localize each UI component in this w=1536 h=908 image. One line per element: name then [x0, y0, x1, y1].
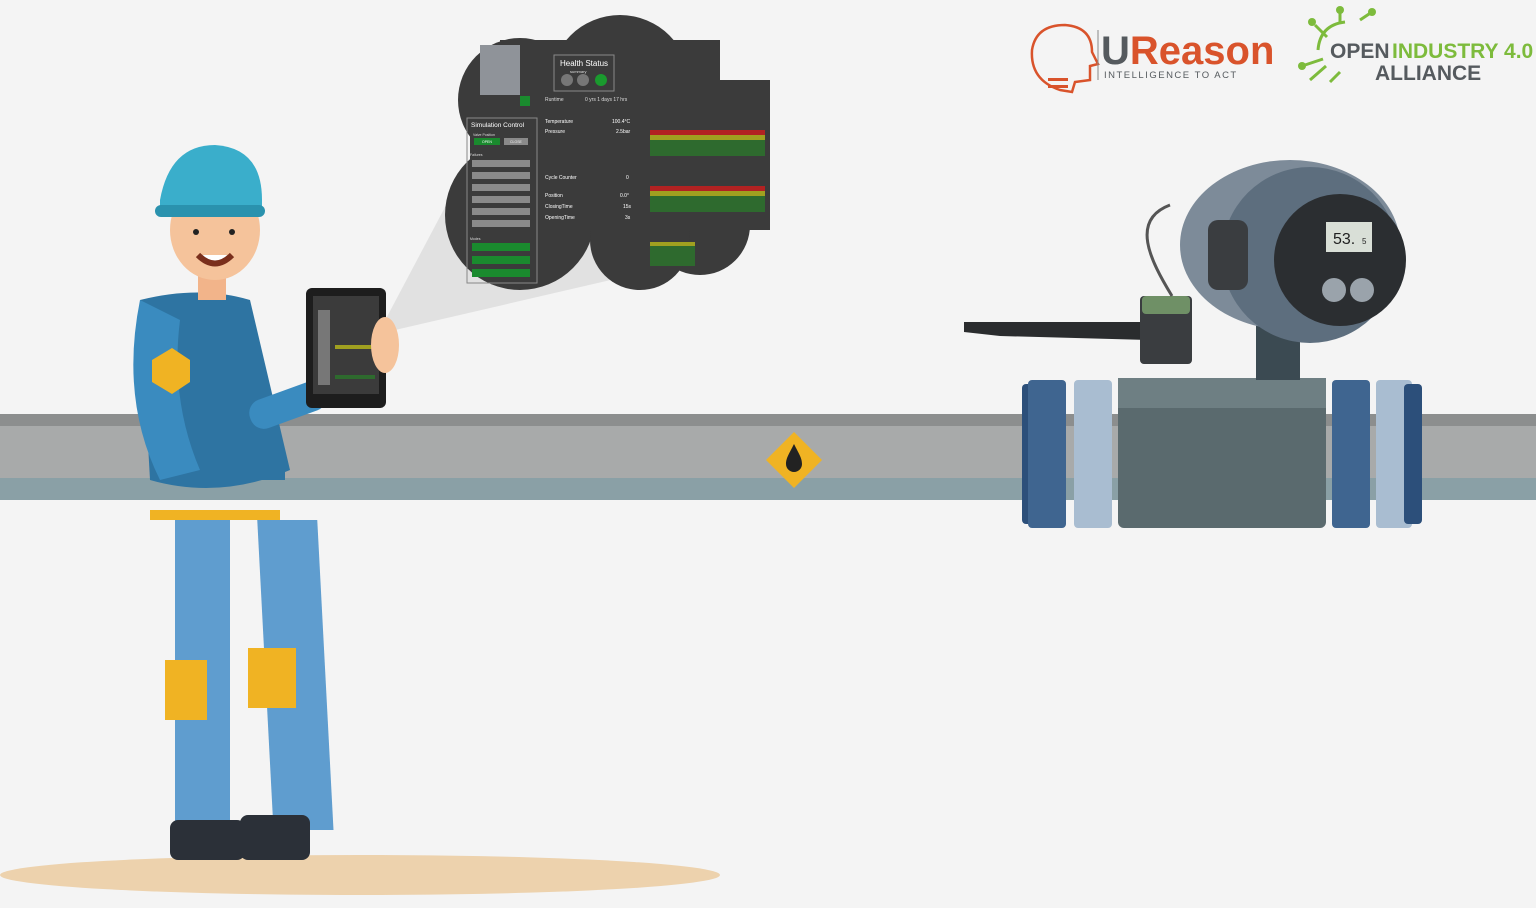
svg-text:Pressure: Pressure	[545, 129, 565, 135]
oi4-logo: OPEN INDUSTRY 4.0 ALLIANCE	[1298, 6, 1533, 85]
failure-buttons[interactable]	[472, 160, 530, 227]
oil-warning-icon	[766, 432, 822, 488]
metrics-list: Temperature 100.4°C Pressure 2.5bar Cycl…	[545, 119, 632, 221]
svg-text:100.4°C: 100.4°C	[612, 119, 631, 125]
svg-text:ClosingTime: ClosingTime	[545, 204, 573, 210]
oi4-open: OPEN	[1330, 40, 1390, 63]
valve-thumbnail	[480, 45, 520, 95]
check-icon	[520, 96, 530, 106]
ground-shadow	[0, 855, 720, 895]
svg-text:15s: 15s	[623, 204, 632, 210]
svg-text:Position: Position	[545, 193, 563, 199]
close-button-label: CLOSE	[510, 140, 523, 144]
open-button[interactable]	[474, 138, 500, 145]
svg-text:0: 0	[626, 175, 629, 181]
close-button[interactable]	[504, 138, 528, 145]
svg-text:Cycle Counter: Cycle Counter	[545, 175, 577, 181]
ureason-name: UReason	[1101, 29, 1274, 73]
valve: 53. 5	[964, 160, 1422, 528]
modes-label: Modes	[470, 237, 481, 241]
runtime-value: 0 yrs 1 days 17 hrs	[585, 97, 628, 103]
failures-label: Failures	[470, 153, 483, 157]
svg-text:2.5bar: 2.5bar	[616, 129, 631, 135]
mode-buttons[interactable]	[472, 243, 530, 277]
svg-text:3s: 3s	[625, 215, 631, 221]
ureason-logo: UReason INTELLIGENCE TO ACT	[1030, 23, 1274, 94]
worker	[133, 145, 334, 860]
svg-text:0.0°: 0.0°	[620, 193, 629, 199]
hand	[371, 317, 399, 373]
oi4-industry: INDUSTRY 4.0	[1392, 40, 1533, 63]
valve-display	[1326, 222, 1372, 252]
valve-position-label: Valve Position	[473, 133, 495, 137]
health-status-sub: summary	[570, 69, 586, 74]
open-button-label: OPEN	[482, 140, 492, 144]
valve-display-value: 53.	[1333, 231, 1355, 248]
svg-text:OpeningTime: OpeningTime	[545, 215, 575, 221]
trend-bands	[650, 130, 765, 266]
ureason-tagline: INTELLIGENCE TO ACT	[1104, 70, 1238, 81]
simulation-control-title: Simulation Control	[471, 122, 525, 129]
tablet[interactable]	[306, 288, 386, 408]
svg-text:Temperature: Temperature	[545, 119, 573, 125]
health-status-title: Health Status	[560, 59, 608, 68]
dashboard-cloud: Health Status summary Runtime 0 yrs 1 da…	[445, 15, 770, 290]
runtime-label: Runtime	[545, 97, 564, 103]
valve-display-sub: 5	[1362, 237, 1367, 246]
oi4-alliance: ALLIANCE	[1375, 62, 1481, 85]
